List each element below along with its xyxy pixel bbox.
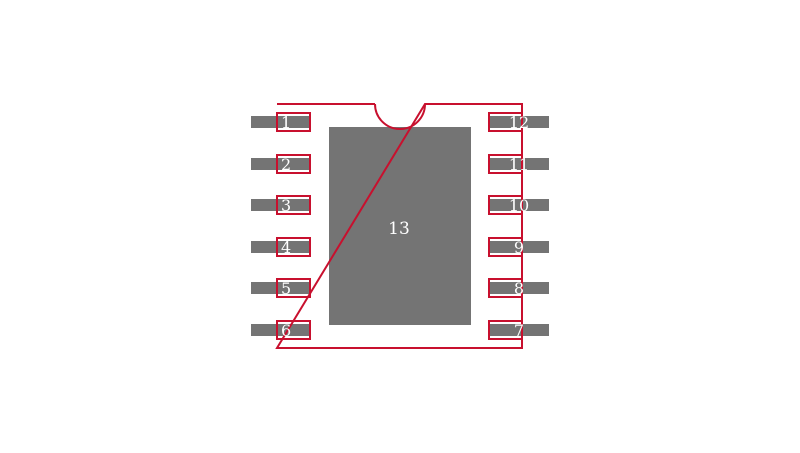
thermal-pad-label: 13 — [388, 219, 410, 239]
pin-pad-12 — [489, 116, 549, 128]
pin1-notch — [374, 103, 426, 130]
pin-outline-3 — [276, 195, 311, 215]
pin-pad-9 — [489, 241, 549, 253]
pin-label-9: 9 — [514, 238, 524, 257]
pin-outline-8 — [488, 278, 523, 298]
pin-pad-11 — [489, 158, 549, 170]
package-outline — [275, 103, 523, 349]
pin-outline-4 — [276, 237, 311, 257]
pin-outline-11 — [488, 154, 523, 174]
thermal-pad — [329, 127, 471, 325]
pin-label-5: 5 — [281, 279, 291, 298]
pin-outline-7 — [488, 320, 523, 340]
pin-pad-3 — [251, 199, 311, 211]
pin-pad-10 — [489, 199, 549, 211]
pin-label-3: 3 — [281, 196, 291, 215]
pin-label-2: 2 — [281, 155, 291, 174]
pin-label-7: 7 — [514, 321, 524, 340]
pin-outline-1 — [276, 112, 311, 132]
pin-label-1: 1 — [281, 113, 291, 132]
pin-pad-7 — [489, 324, 549, 336]
pin-label-4: 4 — [281, 238, 291, 257]
pin-outline-2 — [276, 154, 311, 174]
pin-pad-1 — [251, 116, 311, 128]
pin-label-10: 10 — [509, 196, 529, 215]
pin-pad-2 — [251, 158, 311, 170]
pin-pad-4 — [251, 241, 311, 253]
pin-outline-5 — [276, 278, 311, 298]
pin-label-8: 8 — [514, 279, 524, 298]
pin-label-12: 12 — [509, 113, 529, 132]
pin-pad-5 — [251, 282, 311, 294]
pin-pad-6 — [251, 324, 311, 336]
pads-layer — [251, 116, 549, 336]
pin-label-6: 6 — [281, 321, 291, 340]
pin-outline-6 — [276, 320, 311, 340]
package-body-outline — [275, 103, 523, 349]
pin-pad-8 — [489, 282, 549, 294]
pin-label-11: 11 — [509, 155, 529, 174]
pin-outline-10 — [488, 195, 523, 215]
pin-outline-12 — [488, 112, 523, 132]
pin-outline-9 — [488, 237, 523, 257]
